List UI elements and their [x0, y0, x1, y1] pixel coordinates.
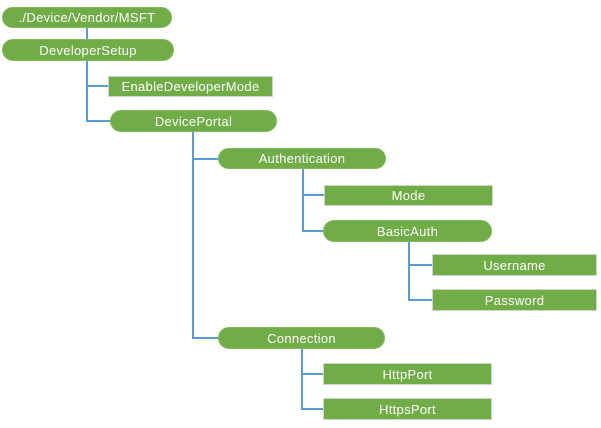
node-https-port: HttpsPort	[323, 398, 492, 420]
connector-line	[408, 242, 410, 301]
connector-line	[408, 264, 432, 266]
node-enable-developer-mode: EnableDeveloperMode	[108, 76, 273, 97]
node-authentication: Authentication	[218, 148, 386, 169]
connector-line	[192, 337, 219, 339]
node-connection: Connection	[218, 327, 385, 349]
node-device-portal: DevicePortal	[110, 110, 277, 132]
connector-line	[302, 194, 324, 196]
node-device-vendor-msft: ./Device/Vendor/MSFT	[2, 7, 172, 28]
node-mode: Mode	[324, 185, 493, 206]
connector-line	[302, 169, 304, 232]
node-http-port: HttpPort	[323, 363, 492, 385]
connector-line	[86, 28, 88, 39]
connector-line	[86, 61, 88, 122]
node-developer-setup: DeveloperSetup	[2, 39, 174, 61]
connector-line	[192, 132, 194, 339]
node-username: Username	[432, 254, 597, 276]
node-password: Password	[432, 289, 597, 311]
node-basic-auth: BasicAuth	[323, 220, 492, 242]
connector-line	[86, 85, 108, 87]
connector-line	[301, 349, 303, 410]
connector-line	[301, 408, 323, 410]
connector-line	[86, 120, 112, 122]
connector-line	[408, 299, 432, 301]
connector-line	[302, 230, 323, 232]
connector-line	[192, 158, 218, 160]
connector-line	[301, 373, 323, 375]
